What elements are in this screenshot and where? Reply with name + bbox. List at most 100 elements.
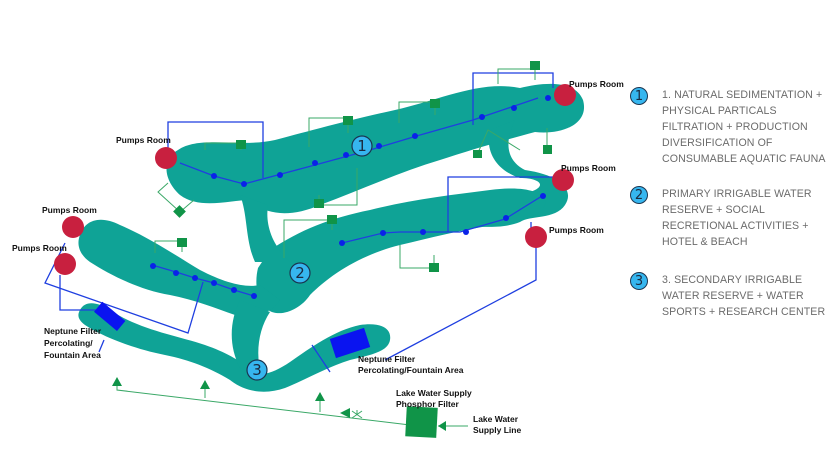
lake-left-arm	[78, 219, 280, 317]
pipe-node	[511, 105, 517, 111]
neptune-filter-right-label-2: Percolating/Fountain Area	[358, 365, 464, 375]
pumps-room-label: Pumps Room	[12, 243, 67, 253]
green-valve-box	[327, 215, 337, 224]
zone-badge-3: 3	[246, 359, 268, 381]
blue-pipe	[472, 72, 554, 125]
pumps-room-circle	[155, 147, 177, 169]
legend-item-1: 1 1. NATURAL SEDIMENTATION + PHYSICAL PA…	[630, 87, 837, 167]
blue-pipe	[59, 275, 96, 311]
blue-divider	[311, 344, 331, 373]
pipe-node	[463, 229, 469, 235]
pipe-node	[241, 181, 247, 187]
lake-lower-connector	[231, 300, 270, 378]
blue-divider	[98, 339, 105, 353]
neptune-filter-right-label-1: Neptune Filter	[358, 354, 416, 364]
pipe-node	[503, 215, 509, 221]
pumps-room-label: Pumps Room	[42, 205, 97, 215]
pipe-node	[173, 270, 179, 276]
neptune-filter-left-label-1: Neptune Filter	[44, 326, 102, 336]
lake-body	[78, 83, 585, 392]
pipe-node	[150, 263, 156, 269]
pipe-node	[412, 133, 418, 139]
pipe-node	[540, 193, 546, 199]
green-arrow-left	[340, 408, 350, 418]
pipe-node	[343, 152, 349, 158]
pumps-room-circle	[525, 226, 547, 248]
green-valve-box	[473, 150, 482, 158]
green-valve-box	[530, 61, 540, 70]
green-pipe	[157, 182, 195, 213]
green-pipe	[308, 117, 349, 147]
zone-badge-number: 3	[252, 361, 262, 379]
pipe-node	[211, 280, 217, 286]
legend-item-2: 2 PRIMARY IRRIGABLE WATER RESERVE + SOCI…	[630, 186, 837, 250]
blue-pipe	[384, 247, 537, 361]
blue-pipe	[151, 264, 255, 297]
lake-lower-arm	[78, 303, 391, 392]
green-pipe	[497, 68, 536, 84]
legend-text: 1. NATURAL SEDIMENTATION + PHYSICAL PART…	[662, 89, 826, 165]
pumps-room-circle	[552, 169, 574, 191]
valve-icon	[351, 410, 363, 419]
green-arrow-left	[438, 421, 446, 431]
pipe-node	[545, 95, 551, 101]
green-valve-box	[343, 116, 353, 125]
green-valve-box	[177, 238, 187, 247]
lake-stem	[240, 195, 290, 262]
green-arrow-up	[112, 377, 122, 386]
green-pipe	[398, 101, 436, 123]
neptune-filter-left	[94, 301, 126, 332]
blue-pipe	[179, 97, 539, 185]
legend-item-3: 3 3. SECONDARY IRRIGABLE WATER RESERVE +…	[630, 272, 837, 320]
green-arrow-up	[315, 392, 325, 401]
green-valve-box	[430, 99, 440, 108]
lake-middle-branch	[256, 188, 546, 314]
legend-text: PRIMARY IRRIGABLE WATER RESERVE + SOCIAL…	[662, 188, 812, 248]
blue-pipe	[447, 176, 563, 232]
phosphor-filter-label-2: Phosphor Filter	[396, 399, 460, 409]
pipe-node	[376, 143, 382, 149]
pipe-node	[231, 287, 237, 293]
pipe-node	[479, 114, 485, 120]
neptune-filter-right	[329, 327, 371, 359]
pipe-node	[277, 172, 283, 178]
green-valve-box	[543, 145, 552, 154]
green-valve-box	[173, 205, 186, 218]
green-pipe	[116, 386, 411, 426]
phosphor-filter-box	[405, 406, 438, 438]
zone-badge-number: 1	[357, 137, 367, 155]
pipe-node	[192, 275, 198, 281]
pipe-node	[420, 229, 426, 235]
zone-badge-2: 2	[289, 262, 311, 284]
green-pipe	[399, 245, 435, 269]
blue-nodes	[150, 95, 551, 299]
pipe-node	[380, 230, 386, 236]
pumps-room-circle	[54, 253, 76, 275]
supply-line-label-1: Lake Water	[473, 414, 519, 424]
green-valve-box	[236, 140, 246, 149]
pumps-room-label: Pumps Room	[561, 163, 616, 173]
neptune-filter-left-label-2: Percolating/	[44, 338, 93, 348]
blue-pipe	[167, 121, 264, 178]
green-valve-box	[429, 263, 439, 272]
pumps-room-label: Pumps Room	[569, 79, 624, 89]
zone-badge-number: 2	[295, 264, 305, 282]
pipe-node	[211, 173, 217, 179]
green-pipe	[476, 129, 521, 156]
pumps-room-circle	[554, 84, 576, 106]
legend-badge: 3	[630, 272, 648, 290]
pipe-node	[339, 240, 345, 246]
pumps-room-label: Pumps Room	[116, 135, 171, 145]
pumps-room-label: Pumps Room	[549, 225, 604, 235]
green-arrow-up	[200, 380, 210, 389]
pumps-room-circle	[62, 216, 84, 238]
pipe-node	[251, 293, 257, 299]
blue-pipe	[341, 195, 543, 244]
legend-text: 3. SECONDARY IRRIGABLE WATER RESERVE + W…	[662, 274, 826, 318]
green-pipes	[112, 61, 552, 438]
pipe-node	[312, 160, 318, 166]
supply-line-label-2: Supply Line	[473, 425, 521, 435]
zone-badge-1: 1	[351, 135, 373, 157]
legend-badge: 1	[630, 87, 648, 105]
